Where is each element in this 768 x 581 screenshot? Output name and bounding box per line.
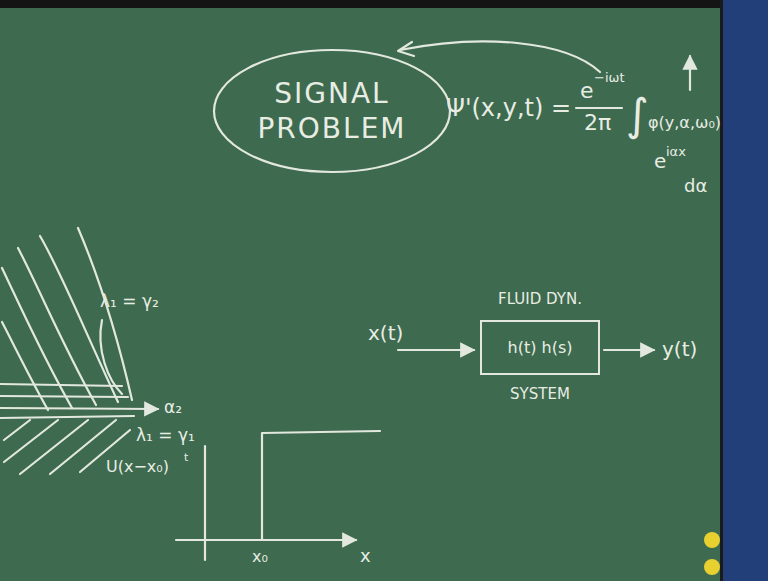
tray-dot bbox=[704, 559, 720, 575]
ellipse-node: SIGNAL PROBLEM bbox=[212, 48, 452, 174]
axis-tick: x₀ bbox=[252, 548, 268, 566]
arrow-head bbox=[398, 42, 414, 56]
fraction-bar bbox=[576, 107, 622, 109]
box-body: h(t) h(s) bbox=[480, 320, 600, 375]
system-box: FLUID DYN. h(t) h(s) SYSTEM bbox=[470, 290, 610, 403]
flow-line bbox=[0, 384, 122, 386]
integral-sign: ∫ bbox=[626, 90, 649, 141]
axis-label: α₂ bbox=[164, 398, 182, 418]
leader-line bbox=[100, 320, 122, 394]
ellipse-outline bbox=[214, 50, 450, 172]
equation-term: dα bbox=[684, 176, 707, 197]
box-caption: FLUID DYN. bbox=[498, 290, 582, 308]
hatch-line bbox=[4, 420, 30, 440]
step-curve bbox=[262, 431, 380, 540]
flow-line bbox=[0, 396, 128, 397]
equation-lhs: Ψ'(x,y,t) = bbox=[446, 95, 571, 123]
boundary-label: λ₁ = γ₂ bbox=[100, 292, 159, 312]
flow-line bbox=[0, 408, 158, 409]
y-axis bbox=[204, 446, 206, 560]
curved-arrow bbox=[400, 41, 600, 72]
input-arrow bbox=[398, 349, 474, 351]
wave-line bbox=[2, 268, 72, 408]
variable-label: t bbox=[184, 452, 188, 465]
equation-term: e bbox=[580, 78, 594, 103]
wave-line bbox=[78, 228, 132, 400]
tray-dot bbox=[704, 532, 720, 548]
node-title: SIGNAL PROBLEM bbox=[247, 76, 417, 146]
interface-line bbox=[0, 416, 134, 418]
equation-term: e bbox=[654, 150, 666, 173]
superscript: −iωt bbox=[594, 71, 625, 86]
hatch-line bbox=[4, 420, 58, 462]
ellipse-outline bbox=[212, 48, 452, 174]
x-axis bbox=[176, 539, 356, 541]
board-edge bbox=[720, 0, 768, 581]
signal-label: y(t) bbox=[662, 338, 697, 361]
box-caption: SYSTEM bbox=[510, 385, 570, 403]
axis-label: x bbox=[360, 546, 371, 567]
board-frame bbox=[0, 0, 768, 8]
output-arrow bbox=[604, 349, 654, 351]
up-arrow bbox=[689, 56, 691, 90]
boundary-label: λ₁ = γ₁ bbox=[136, 426, 195, 446]
signal-label: x(t) bbox=[368, 322, 403, 345]
function-label: U(x−x₀) bbox=[106, 458, 169, 476]
hatch-line bbox=[20, 420, 88, 474]
superscript: iαx bbox=[666, 145, 686, 160]
equation-term: φ(y,α,ω₀) bbox=[648, 114, 721, 132]
equation-term: 2π bbox=[584, 110, 611, 135]
